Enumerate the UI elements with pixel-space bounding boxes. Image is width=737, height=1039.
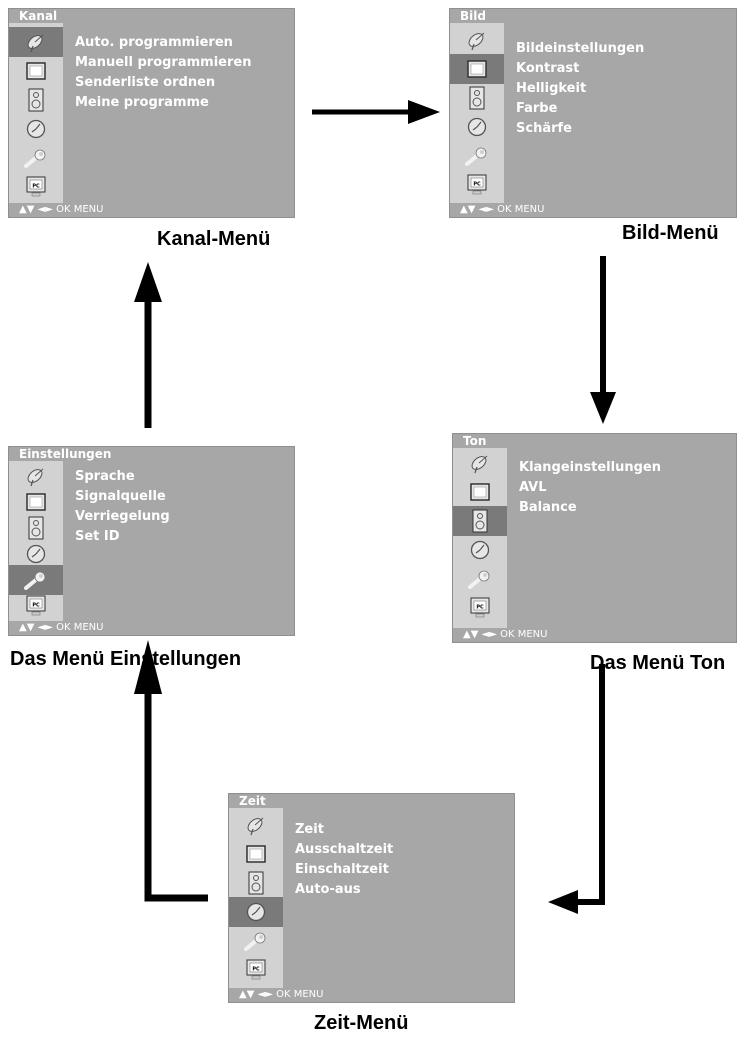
einstellungen-menu-footer-hint: ▲▼ ◄► OK MENU xyxy=(9,621,294,635)
wrench-icon[interactable] xyxy=(229,926,283,956)
wrench-icon[interactable] xyxy=(9,143,63,173)
arrow-zeit-to-einstellungen-line xyxy=(144,690,208,902)
menu-item[interactable]: Verriegelung xyxy=(75,509,170,524)
arrow-einstellungen-to-kanal-head xyxy=(134,262,162,302)
svg-text:PC: PC xyxy=(476,605,484,611)
zeit-menu-caption: Zeit-Menü xyxy=(314,1012,409,1034)
menu-item[interactable]: Meine programme xyxy=(75,95,209,110)
arrow-zeit-to-einstellungen-head xyxy=(134,640,162,694)
svg-text:PC: PC xyxy=(32,184,40,190)
menu-item[interactable]: Helligkeit xyxy=(516,81,587,96)
clock-icon[interactable] xyxy=(9,539,63,569)
tv-pc-icon[interactable]: PC xyxy=(9,172,63,202)
bild-menu-icon-column: PC xyxy=(450,23,504,203)
ton-menu-icon-column: PC xyxy=(453,448,507,628)
kanal-menu-icon-column: PC xyxy=(9,23,63,203)
ton-menu-title: Ton xyxy=(453,434,736,448)
speaker-icon[interactable] xyxy=(229,868,283,898)
picture-icon[interactable] xyxy=(453,477,507,507)
menu-item[interactable]: Bildeinstellungen xyxy=(516,41,645,56)
zeit-menu-title: Zeit xyxy=(229,794,514,808)
menu-item[interactable]: Signalquelle xyxy=(75,489,166,504)
arrow-bild-to-ton-head xyxy=(590,392,616,424)
tv-pc-icon[interactable]: PC xyxy=(453,593,507,623)
bild-menu-caption: Bild-Menü xyxy=(622,222,719,244)
menu-item[interactable]: Auto. programmieren xyxy=(75,35,233,50)
menu-item[interactable]: Auto-aus xyxy=(295,882,361,897)
svg-text:PC: PC xyxy=(252,967,260,973)
kanal-menu-caption: Kanal-Menü xyxy=(157,228,271,250)
picture-icon[interactable] xyxy=(450,54,504,84)
speaker-icon[interactable] xyxy=(453,506,507,536)
satellite-icon[interactable] xyxy=(450,25,504,55)
menu-item[interactable]: Einschaltzeit xyxy=(295,862,389,877)
picture-icon[interactable] xyxy=(9,487,63,517)
menu-item[interactable]: AVL xyxy=(519,480,547,495)
einstellungen-menu-title: Einstellungen xyxy=(9,447,294,461)
zeit-menu-icon-column: PC xyxy=(229,808,283,988)
menu-item[interactable]: Kontrast xyxy=(516,61,580,76)
bild-menu-title: Bild xyxy=(450,9,736,23)
svg-text:PC: PC xyxy=(32,603,40,609)
tv-pc-icon[interactable]: PC xyxy=(229,955,283,985)
menu-item[interactable]: Ausschaltzeit xyxy=(295,842,394,857)
ton-menu-footer-hint: ▲▼ ◄► OK MENU xyxy=(453,628,736,642)
wrench-icon[interactable] xyxy=(453,564,507,594)
menu-item[interactable]: Klangeinstellungen xyxy=(519,460,661,475)
speaker-icon[interactable] xyxy=(450,83,504,113)
einstellungen-menu-icon-column: PC xyxy=(9,461,63,621)
bild-menu-footer-hint: ▲▼ ◄► OK MENU xyxy=(450,203,736,217)
clock-icon[interactable] xyxy=(453,535,507,565)
zeit-menu-footer-hint: ▲▼ ◄► OK MENU xyxy=(229,988,514,1002)
clock-icon[interactable] xyxy=(229,897,283,927)
tv-pc-icon[interactable]: PC xyxy=(9,591,63,621)
arrow-ton-to-zeit-line xyxy=(575,664,605,905)
clock-icon[interactable] xyxy=(450,112,504,142)
menu-item[interactable]: Farbe xyxy=(516,101,558,116)
menu-item[interactable]: Senderliste ordnen xyxy=(75,75,216,90)
svg-text:PC: PC xyxy=(473,182,481,188)
menu-item[interactable]: Manuell programmieren xyxy=(75,55,252,70)
einstellungen-menu-caption: Das Menü Einstellungen xyxy=(10,648,242,670)
menu-item[interactable]: Zeit xyxy=(295,822,324,837)
menu-item[interactable]: Sprache xyxy=(75,469,135,484)
arrow-ton-to-zeit-head xyxy=(548,890,578,914)
menu-item[interactable]: Balance xyxy=(519,500,577,515)
arrow-kanal-to-bild-head xyxy=(408,100,440,124)
wrench-icon[interactable] xyxy=(9,565,63,595)
satellite-icon[interactable] xyxy=(9,461,63,491)
tv-pc-icon[interactable]: PC xyxy=(450,170,504,200)
satellite-icon[interactable] xyxy=(453,448,507,478)
satellite-icon[interactable] xyxy=(9,27,63,57)
clock-icon[interactable] xyxy=(9,114,63,144)
speaker-icon[interactable] xyxy=(9,513,63,543)
speaker-icon[interactable] xyxy=(9,85,63,115)
wrench-icon[interactable] xyxy=(450,141,504,171)
ton-menu-caption: Das Menü Ton xyxy=(590,652,726,674)
picture-icon[interactable] xyxy=(9,56,63,86)
menu-item[interactable]: Schärfe xyxy=(516,121,572,136)
satellite-icon[interactable] xyxy=(229,810,283,840)
kanal-menu-title: Kanal xyxy=(9,9,294,23)
kanal-menu-footer-hint: ▲▼ ◄► OK MENU xyxy=(9,203,294,217)
picture-icon[interactable] xyxy=(229,839,283,869)
menu-item[interactable]: Set ID xyxy=(75,529,120,544)
